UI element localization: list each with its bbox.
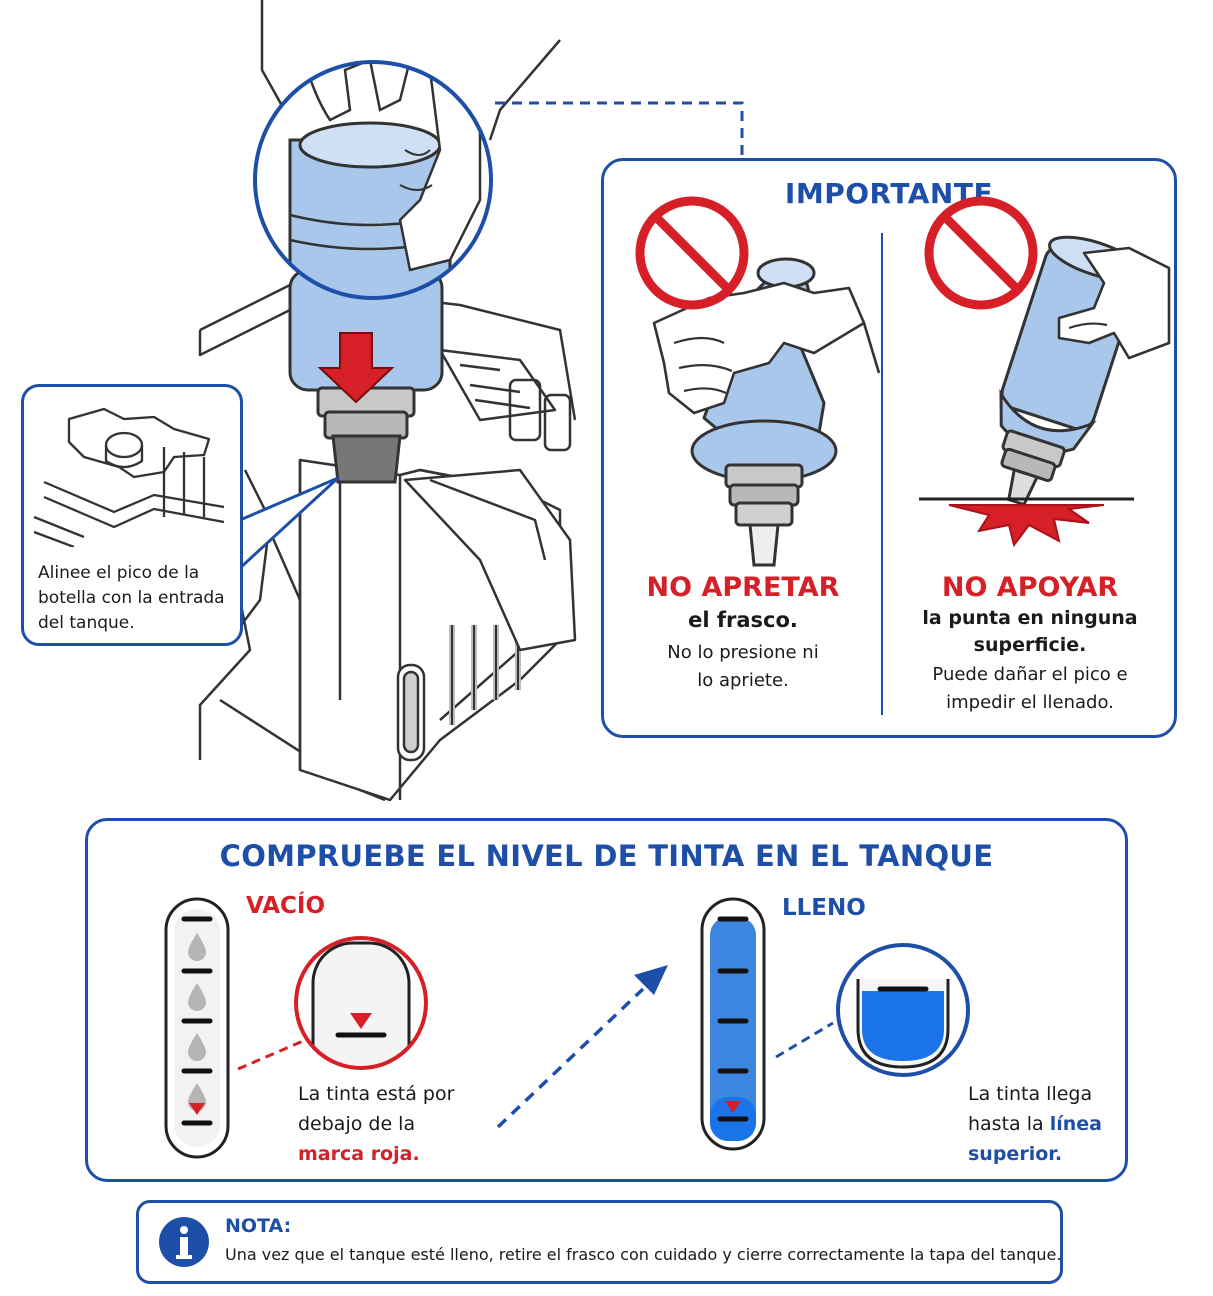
empty-description: La tinta está por debajo de la marca roj… <box>298 1079 454 1169</box>
empty-zoom-circle <box>294 936 428 1070</box>
empty-line-1: La tinta está por <box>298 1083 455 1105</box>
callout-text: Alinee el pico de la botella con la entr… <box>38 561 238 636</box>
down-arrow-icon <box>317 332 395 404</box>
ink-level-illustration <box>164 897 970 1159</box>
empty-label: VACÍO <box>246 893 326 919</box>
arrow-head-icon <box>634 965 668 995</box>
impact-burst-icon <box>948 504 1105 548</box>
note-box: NOTA: Una vez que el tanque esté lleno, … <box>136 1200 1063 1284</box>
no-squeeze-subheading: el frasco. <box>688 608 798 632</box>
nozzle-callout: Alinee el pico de la botella con la entr… <box>21 384 243 646</box>
ink-level-title: COMPRUEBE EL NIVEL DE TINTA EN EL TANQUE <box>219 839 994 873</box>
no-rest-line-1: Puede dañar el pico e <box>932 664 1128 685</box>
no-rest-heading: NO APOYAR <box>941 572 1119 603</box>
callout-pointer <box>238 476 340 570</box>
full-line-1: La tinta llega <box>968 1083 1093 1105</box>
full-zoom-circle <box>836 943 970 1077</box>
empty-tank-gauge <box>164 897 230 1159</box>
nozzle-detail-illustration <box>33 407 225 547</box>
full-line-2-highlight: línea <box>1049 1113 1102 1135</box>
ink-bottle <box>288 268 444 484</box>
printer-illustration <box>179 0 577 802</box>
full-line-3: superior. <box>968 1143 1063 1165</box>
note-text: Una vez que el tanque esté lleno, retire… <box>225 1245 1062 1264</box>
transition-arrow <box>496 965 668 1129</box>
connector-dashed <box>495 101 744 158</box>
callout-line-2: botella con la entrada <box>38 588 225 608</box>
no-squeeze-text: NO APRETAR el frasco. No lo presione ni … <box>612 571 874 695</box>
no-squeeze-heading: NO APRETAR <box>646 572 840 603</box>
squeeze-illustration <box>635 196 881 567</box>
important-panel: IMPORTANTE <box>601 158 1177 738</box>
full-line-2: hasta la línea <box>968 1109 1102 1139</box>
empty-line-3: marca roja. <box>298 1143 420 1165</box>
no-rest-sub-2: superficie. <box>973 634 1087 656</box>
no-squeeze-line-2: lo apriete. <box>697 670 789 691</box>
no-rest-sub-1: la punta en ninguna <box>922 607 1138 629</box>
empty-line-2: debajo de la <box>298 1113 416 1135</box>
prohibited-icon-right <box>924 196 1038 310</box>
prohibited-icon-left <box>635 196 749 310</box>
full-label: LLENO <box>782 895 866 921</box>
surface-illustration <box>919 196 1171 548</box>
no-rest-text: NO APOYAR la punta en ninguna superficie… <box>894 571 1166 717</box>
panel-divider <box>881 233 883 715</box>
info-icon <box>159 1217 209 1267</box>
callout-line-3: del tanque. <box>38 613 135 633</box>
full-description: La tinta llega hasta la línea superior. <box>968 1079 1102 1169</box>
no-squeeze-line-1: No lo presione ni <box>667 642 819 663</box>
full-line-2-prefix: hasta la <box>968 1113 1050 1135</box>
ink-level-panel: COMPRUEBE EL NIVEL DE TINTA EN EL TANQUE <box>85 818 1128 1182</box>
note-title: NOTA: <box>225 1215 292 1237</box>
magnifier-bottle <box>253 60 493 300</box>
full-tank-gauge <box>700 897 766 1151</box>
callout-line-1: Alinee el pico de la <box>38 563 200 583</box>
red-mark-icon <box>189 1103 205 1115</box>
no-rest-line-2: impedir el llenado. <box>946 692 1114 713</box>
